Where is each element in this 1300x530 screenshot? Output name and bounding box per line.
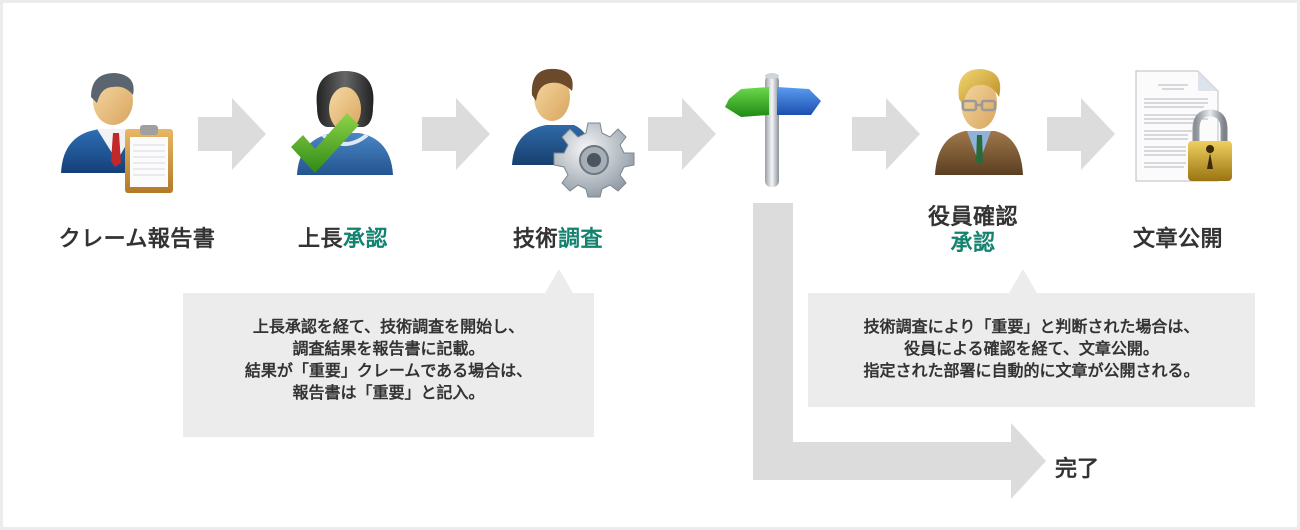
woman-checkmark-icon (283, 63, 413, 203)
branch-arrow-icon (753, 203, 1053, 507)
done-label: 完了 (1055, 457, 1100, 482)
label-text: クレーム報告書 (58, 227, 216, 252)
callout-line: 調査結果を報告書に記載。 (292, 339, 485, 358)
label-accent-text: 承認 (343, 227, 389, 252)
flow-arrow-icon (196, 98, 266, 170)
businessman-clipboard-icon (53, 63, 183, 203)
step-label-claim-report: クレーム報告書 (47, 221, 227, 253)
label-accent-text: 承認 (950, 231, 996, 256)
step-label-technical-review: 技術調査 (483, 221, 633, 253)
signpost-icon (719, 71, 849, 211)
flow-arrow-icon (1045, 98, 1115, 170)
flow-arrow-icon (420, 98, 490, 170)
label-text: 役員確認 (927, 205, 1018, 230)
callout-line: 結果が「重要」クレームである場合は、 (244, 361, 533, 380)
callout-line: 技術調査により「重要」と判断された場合は、 (863, 317, 1200, 336)
flow-arrow-icon (646, 98, 716, 170)
step-label-executive-approval: 役員確認 承認 (898, 205, 1048, 257)
callout-line: 指定された部署に自動的に文章が公開される。 (863, 361, 1200, 380)
step-label-supervisor-approval: 上長承認 (268, 221, 418, 253)
callout-technical-review: 上長承認を経て、技術調査を開始し、 調査結果を報告書に記載。 結果が「重要」クレ… (183, 293, 594, 437)
label-text: 文章公開 (1132, 227, 1223, 252)
man-gear-icon (508, 61, 638, 201)
label-accent-text: 調査 (558, 227, 604, 252)
executive-glasses-icon (925, 63, 1055, 203)
callout-pointer (545, 269, 573, 293)
label-text: 技術 (512, 227, 558, 252)
label-text: 上長 (297, 227, 343, 252)
locked-document-icon (1128, 65, 1258, 205)
callout-line: 上長承認を経て、技術調査を開始し、 (252, 317, 525, 336)
workflow-diagram: クレーム報告書 上長承認 技術調査 役員確認 承認 文章公開 上長承認を経て、技… (3, 3, 1297, 527)
flow-arrow-icon (850, 98, 920, 170)
callout-executive-approval: 技術調査により「重要」と判断された場合は、 役員による確認を経て、文章公開。 指… (808, 293, 1255, 407)
callout-pointer (1009, 269, 1037, 293)
step-label-document-publish: 文章公開 (1103, 221, 1253, 253)
callout-line: 役員による確認を経て、文章公開。 (904, 339, 1159, 358)
callout-line: 報告書は「重要」と記入。 (292, 383, 485, 402)
